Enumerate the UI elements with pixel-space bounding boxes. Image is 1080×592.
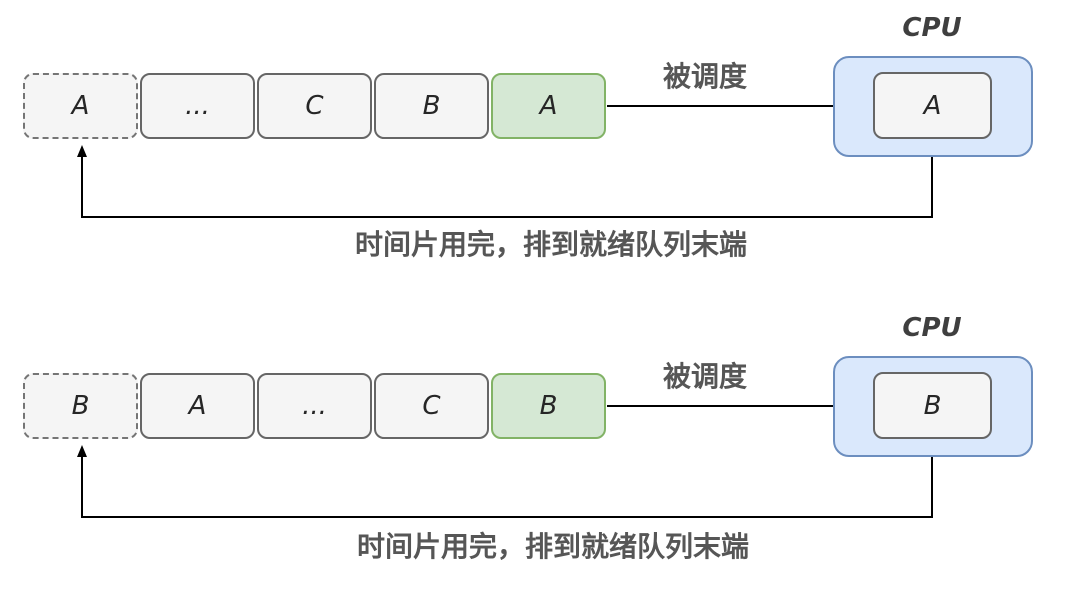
schedule-label: 被调度 xyxy=(662,61,748,92)
queue-box: ... xyxy=(140,73,255,139)
cpu-process-box: B xyxy=(873,372,992,439)
return-label: 时间片用完，排到就绪队列末端 xyxy=(356,531,750,562)
return-arrow xyxy=(77,139,933,218)
cpu-container: B xyxy=(833,356,1033,457)
cpu-container: A xyxy=(833,56,1033,157)
queue-box: B xyxy=(374,73,489,139)
queue-box-tail-slot: B xyxy=(23,373,138,439)
queue-box-head-active: A xyxy=(491,73,606,139)
queue-box: A xyxy=(140,373,255,439)
queue-box: C xyxy=(257,73,372,139)
schedule-label: 被调度 xyxy=(662,361,748,392)
return-label: 时间片用完，排到就绪队列末端 xyxy=(354,229,748,260)
queue-box-head-active: B xyxy=(491,373,606,439)
queue-box: ... xyxy=(257,373,372,439)
cpu-title: CPU xyxy=(902,13,962,43)
cpu-title: CPU xyxy=(902,313,962,343)
cpu-process-box: A xyxy=(873,72,992,139)
queue-box: C xyxy=(374,373,489,439)
queue-box-tail-slot: A xyxy=(23,73,138,139)
return-arrow xyxy=(77,439,933,518)
